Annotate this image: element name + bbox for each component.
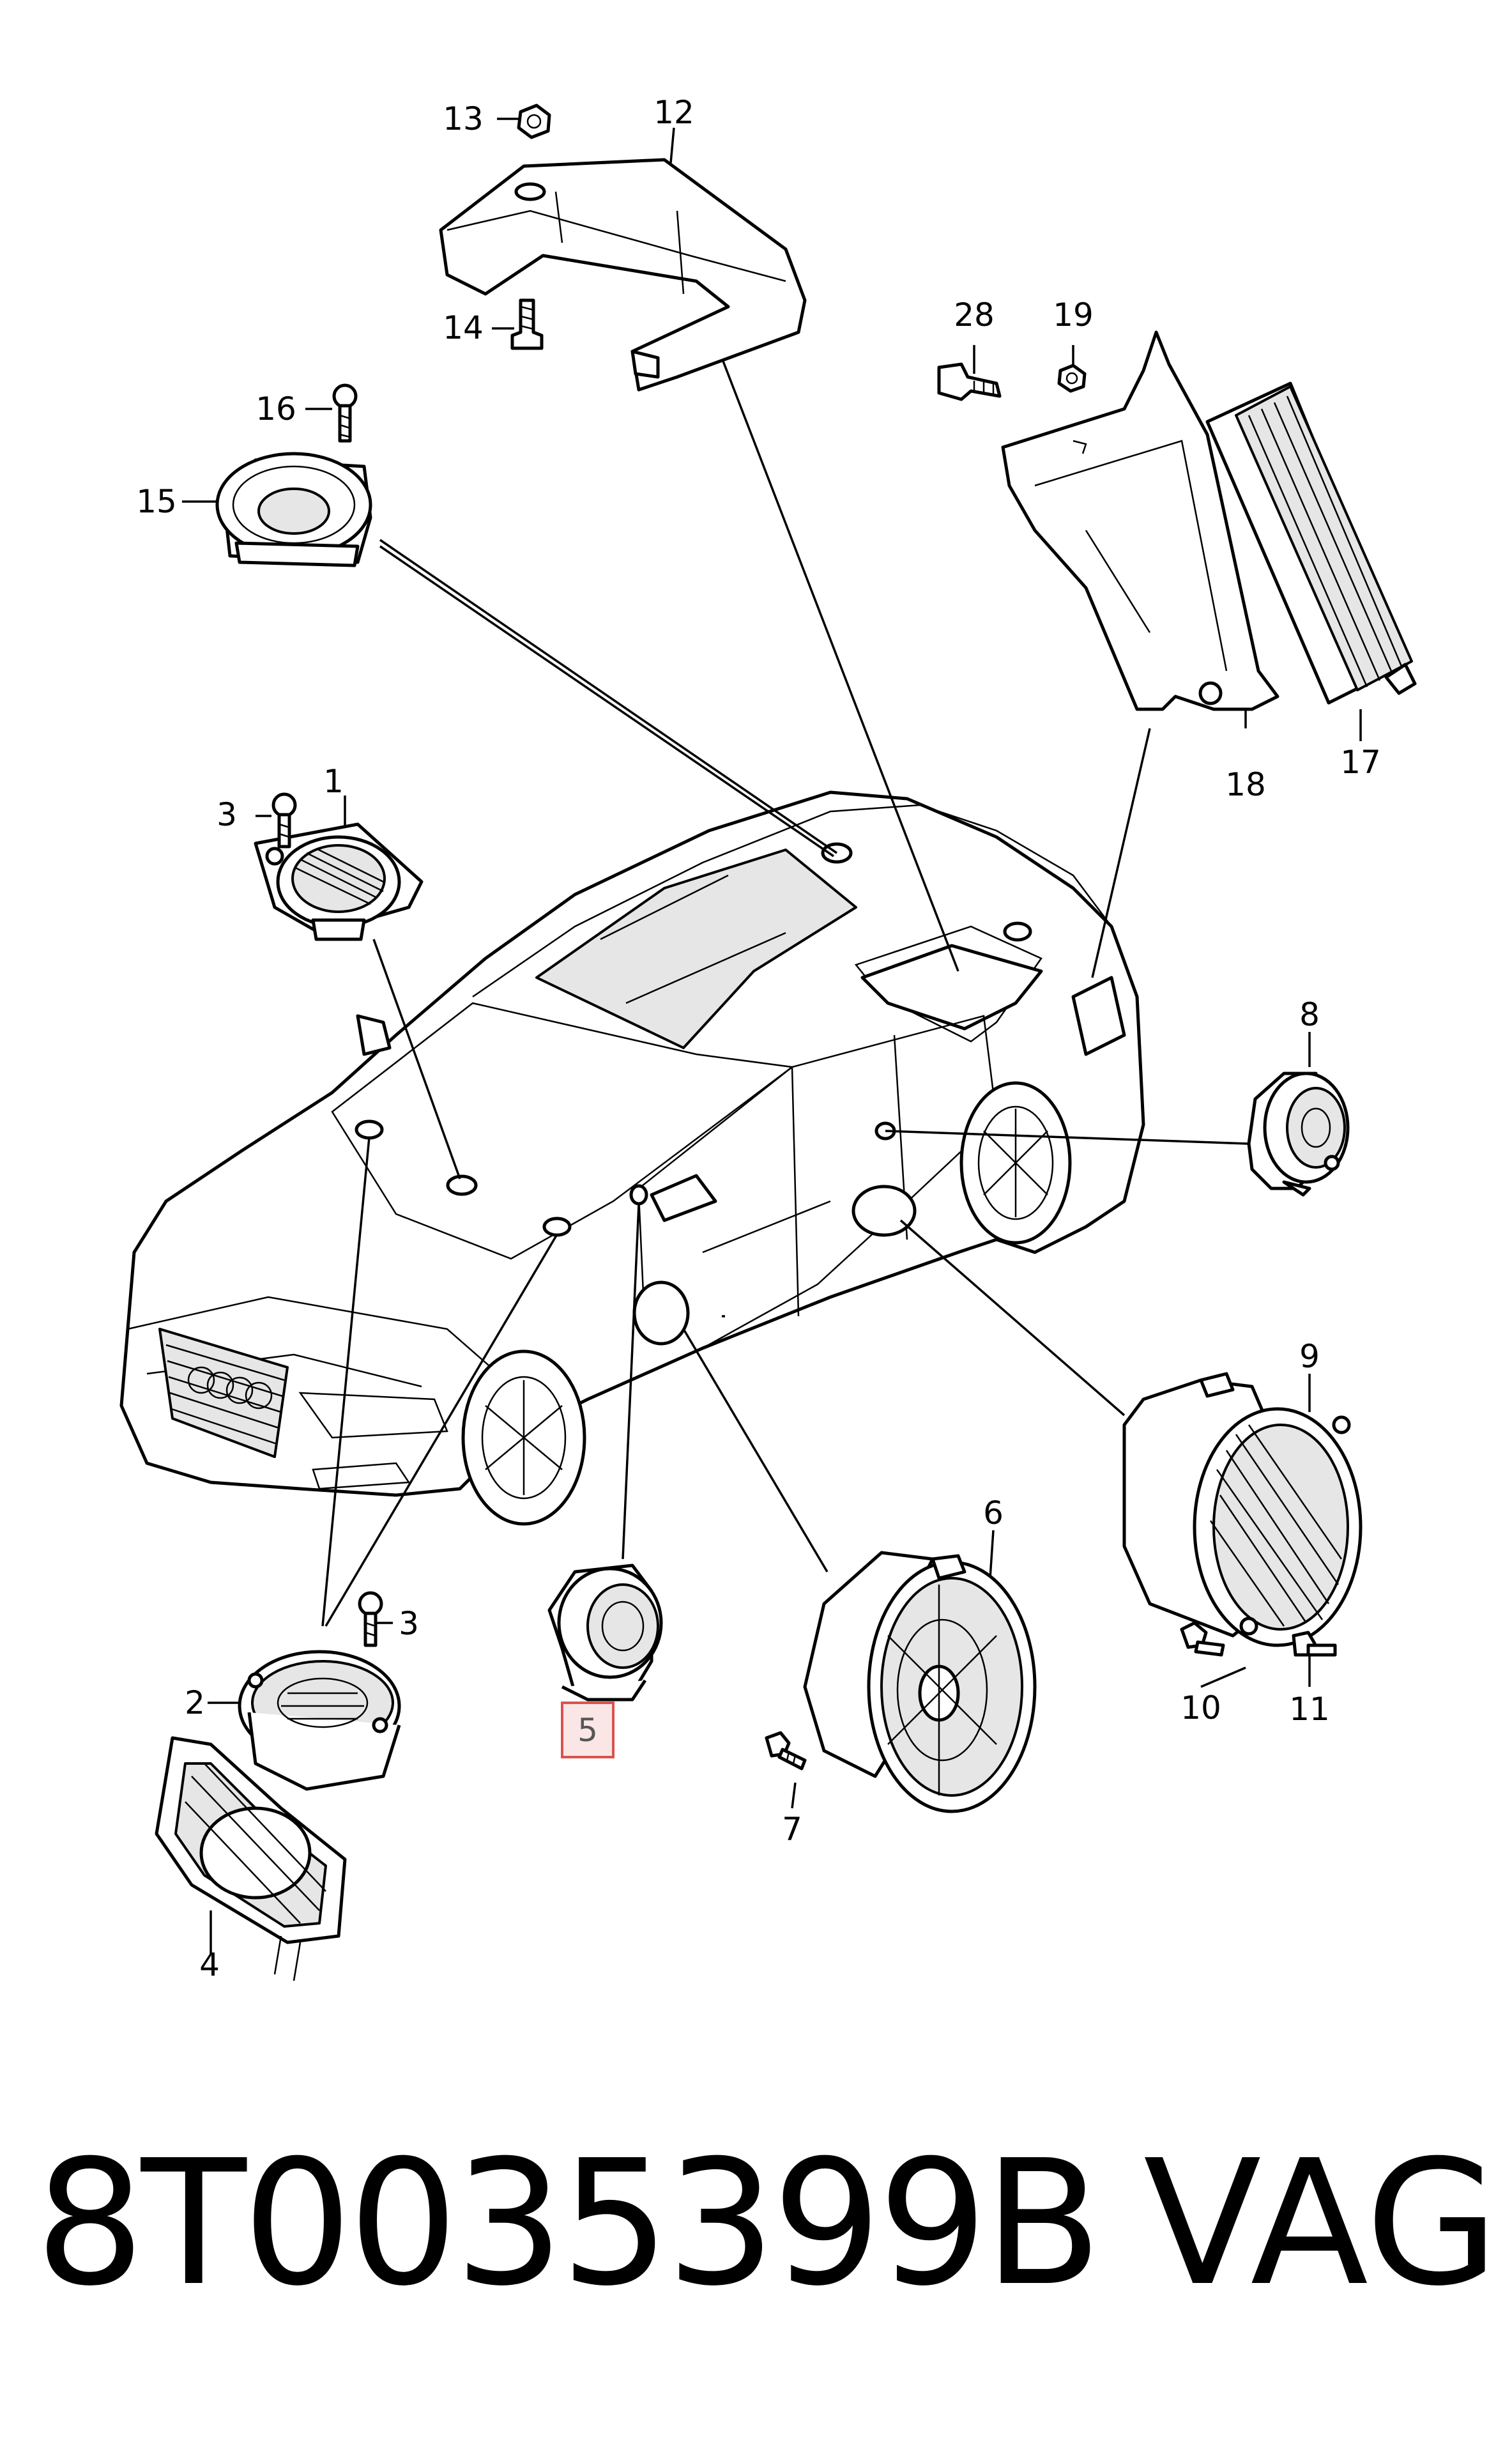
highlight-box-5 bbox=[561, 1702, 615, 1758]
part-10-screw bbox=[1180, 1621, 1225, 1657]
part-9-speaker bbox=[1122, 1372, 1363, 1647]
part-8-speaker bbox=[1247, 1072, 1350, 1197]
part-4-grille bbox=[155, 1736, 347, 1981]
callout-8: 8 bbox=[1299, 996, 1320, 1033]
part-14-bolt bbox=[510, 298, 544, 350]
car-illustration bbox=[119, 790, 1145, 1526]
part-13-nut bbox=[517, 104, 551, 139]
callout-10: 10 bbox=[1180, 1689, 1221, 1726]
callout-16: 16 bbox=[256, 390, 296, 427]
part-18-bracket bbox=[1001, 330, 1279, 711]
callout-17: 17 bbox=[1340, 744, 1381, 781]
callout-19: 19 bbox=[1053, 296, 1094, 334]
part-19-nut bbox=[1057, 364, 1087, 393]
callout-13: 13 bbox=[443, 100, 484, 137]
part-12-bracket bbox=[439, 158, 807, 392]
callout-12: 12 bbox=[653, 94, 694, 131]
part-3b-screw bbox=[358, 1591, 383, 1647]
callout-labels: 1 2 3 3 4 5 6 7 8 9 10 11 12 13 14 15 16… bbox=[136, 94, 1381, 1983]
part-11-bolt bbox=[1292, 1631, 1337, 1657]
part-number-text: 8T0035399B bbox=[35, 2123, 1102, 2324]
part-7-screw bbox=[765, 1731, 807, 1771]
part-17-amplifier bbox=[1205, 381, 1417, 705]
callout-3a: 3 bbox=[217, 796, 237, 833]
callout-1: 1 bbox=[323, 763, 344, 800]
callout-5: 5 bbox=[577, 1712, 598, 1749]
part-15-speaker bbox=[215, 452, 372, 567]
callout-7: 7 bbox=[782, 1811, 802, 1848]
part-1-speaker bbox=[254, 822, 424, 941]
part-5-speaker bbox=[547, 1564, 663, 1702]
part-3a-screw bbox=[271, 792, 297, 849]
leader-lines bbox=[182, 118, 1362, 1955]
callout-28: 28 bbox=[954, 296, 995, 334]
callout-6: 6 bbox=[983, 1494, 1004, 1532]
part-6-speaker bbox=[803, 1551, 1037, 1813]
brand-text: VAG bbox=[1143, 2123, 1499, 2324]
callout-14: 14 bbox=[443, 309, 484, 346]
callout-2: 2 bbox=[185, 1684, 205, 1721]
part-16-screw bbox=[332, 383, 358, 443]
callout-4: 4 bbox=[199, 1946, 220, 1983]
part-2-speaker bbox=[238, 1650, 401, 1791]
callout-18: 18 bbox=[1225, 766, 1266, 803]
callout-3b: 3 bbox=[399, 1605, 419, 1642]
callout-11: 11 bbox=[1289, 1691, 1330, 1728]
part-28-bolt bbox=[937, 362, 1002, 401]
callout-9: 9 bbox=[1299, 1338, 1320, 1375]
callout-15: 15 bbox=[136, 483, 177, 520]
